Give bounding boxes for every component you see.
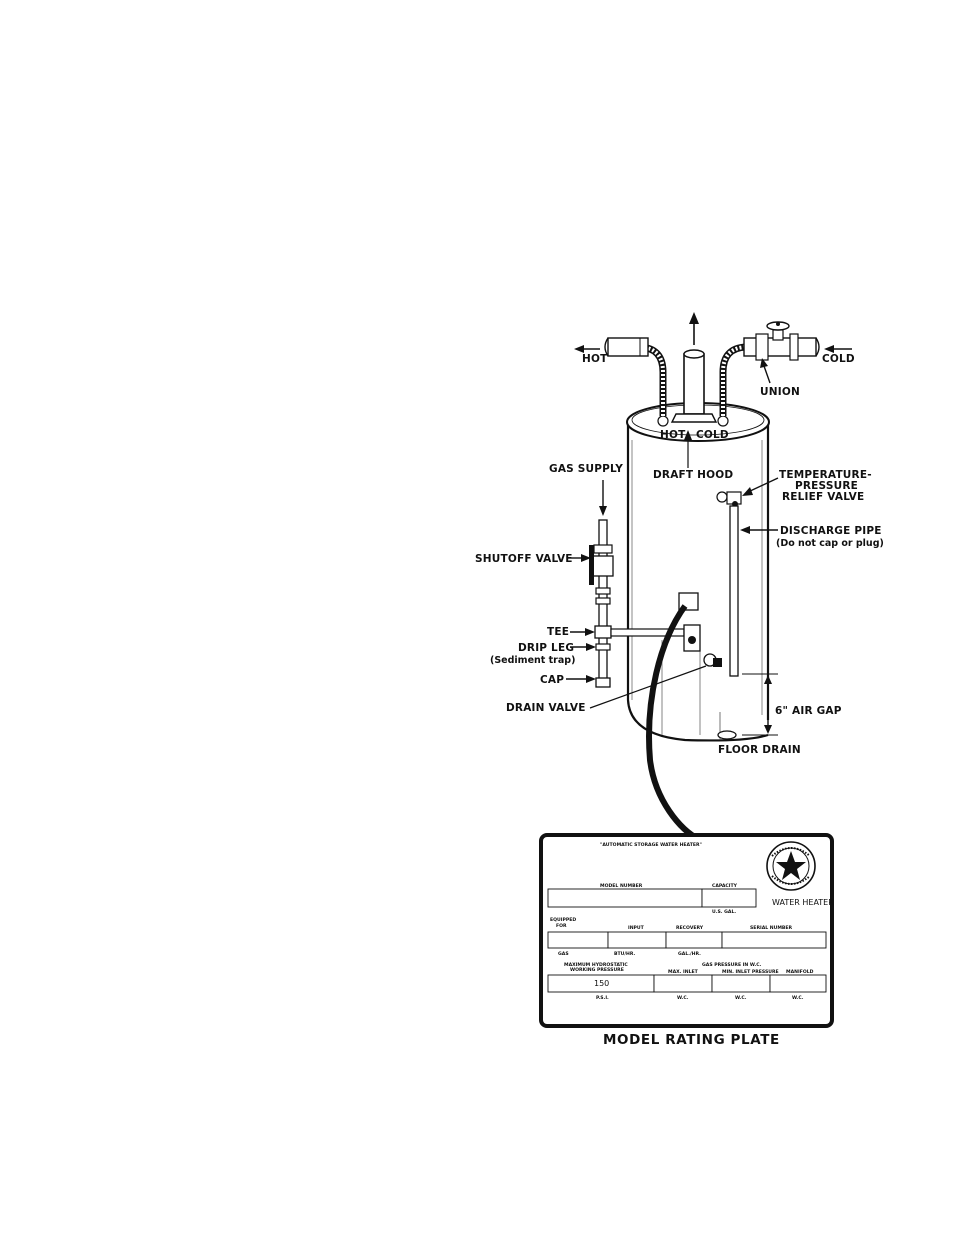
cold-flex-connector xyxy=(719,321,820,416)
label-draft-hood: DRAFT HOOD xyxy=(653,469,733,481)
plate-psi: P.S.I. xyxy=(596,995,609,1001)
plate-manifold: MANIFOLD xyxy=(786,969,814,975)
model-rating-plate: "AUTOMATIC STORAGE WATER HEATER" WATER H… xyxy=(539,833,834,1028)
plate-recovery-label: RECOVERY xyxy=(676,925,704,931)
plate-equipped-2: FOR xyxy=(556,923,567,929)
label-tp-relief-3: RELIEF VALVE xyxy=(782,491,864,503)
label-cold-top: COLD xyxy=(696,429,729,441)
air-gap-dimension xyxy=(742,673,778,736)
label-drain-valve: DRAIN VALVE xyxy=(506,702,586,714)
cold-fitting xyxy=(717,415,729,427)
flue-pipe xyxy=(670,312,718,423)
plate-gas-pressure: GAS PRESSURE IN W.C. xyxy=(702,962,762,968)
plate-model-number-label: MODEL NUMBER xyxy=(600,883,643,889)
plate-wc-3: W.C. xyxy=(792,995,804,1001)
label-tp-relief-2: PRESSURE xyxy=(795,480,858,492)
plate-max-inlet: MAX. INLET xyxy=(668,969,699,975)
plate-gas: GAS xyxy=(558,951,569,957)
label-shutoff-valve: SHUTOFF VALVE xyxy=(475,553,573,565)
plate-us-gal: U.S. GAL. xyxy=(712,909,736,915)
diagram-labels: HOT COLD UNION HOT COLD DRAFT HOOD GAS S… xyxy=(475,353,884,756)
plate-connector xyxy=(646,604,702,843)
plate-wc-2: W.C. xyxy=(735,995,747,1001)
label-drip-leg-note: (Sediment trap) xyxy=(490,655,575,666)
gas-piping xyxy=(589,519,685,688)
plate-caption: MODEL RATING PLATE xyxy=(603,1032,780,1048)
plate-heading: "AUTOMATIC STORAGE WATER HEATER" xyxy=(600,842,702,848)
label-discharge-note: (Do not cap or plug) xyxy=(776,538,884,549)
plate-equipped-1: EQUIPPED xyxy=(550,917,576,923)
label-discharge-pipe: DISCHARGE PIPE xyxy=(780,525,882,537)
plate-serial-label: SERIAL NUMBER xyxy=(750,925,793,931)
gas-control-valve xyxy=(678,592,701,652)
label-drip-leg: DRIP LEG xyxy=(518,642,574,654)
label-cold: COLD xyxy=(822,353,855,365)
label-hot-top: HOT xyxy=(660,429,686,441)
plate-wc-1: W.C. xyxy=(677,995,689,1001)
plate-max-hydro-2: WORKING PRESSURE xyxy=(570,967,624,973)
plate-water-heater: WATER HEATER xyxy=(772,898,834,907)
discharge-pipe xyxy=(729,505,739,677)
plate-capacity-label: CAPACITY xyxy=(712,883,738,889)
label-floor-drain: FLOOR DRAIN xyxy=(718,744,801,756)
plate-btu-hr: BTU/HR. xyxy=(614,951,636,957)
plate-max-hydro-1: MAXIMUM HYDROSTATIC xyxy=(564,962,628,968)
label-gas-supply: GAS SUPPLY xyxy=(549,463,623,475)
hot-fitting xyxy=(657,415,669,427)
drain-valve xyxy=(703,653,722,667)
tp-relief-valve xyxy=(716,491,742,507)
plate-input-label: INPUT xyxy=(628,925,645,931)
label-tp-relief-1: TEMPERATURE- xyxy=(779,469,872,481)
label-hot: HOT xyxy=(582,353,608,365)
label-air-gap: 6" AIR GAP xyxy=(775,705,842,717)
label-union: UNION xyxy=(760,386,800,398)
floor-drain xyxy=(717,730,737,740)
certification-seal-icon xyxy=(766,841,816,891)
label-cap: CAP xyxy=(540,674,564,686)
leader-arrows xyxy=(566,345,852,709)
hot-flex-connector xyxy=(604,337,667,416)
plate-gal-hr: GAL./HR. xyxy=(678,951,701,957)
label-tee: TEE xyxy=(547,626,569,638)
plate-min-inlet: MIN. INLET PRESSURE xyxy=(722,969,779,975)
water-heater-tank xyxy=(626,402,770,742)
plate-pressure-value: 150 xyxy=(594,979,609,988)
